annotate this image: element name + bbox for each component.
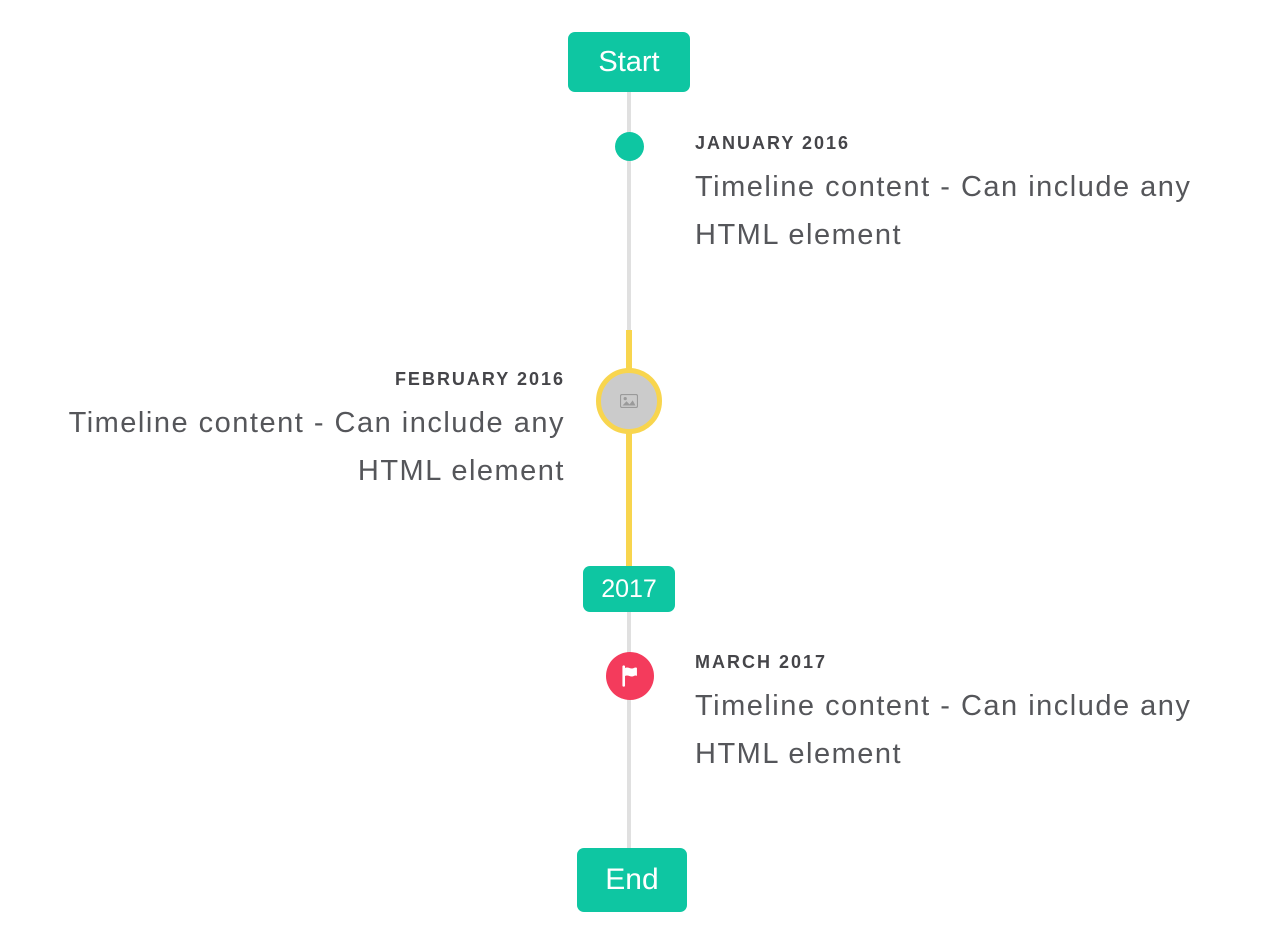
- event-content: Timeline content - Can include any HTML …: [695, 171, 1192, 251]
- event-marker-dot[interactable]: [615, 132, 644, 161]
- timeline-event-march: MARCH 2017 Timeline content - Can includ…: [695, 652, 1235, 778]
- flag-icon: [617, 663, 643, 689]
- event-marker-image-circle[interactable]: [596, 368, 662, 434]
- event-marker-flag-circle[interactable]: [606, 652, 654, 700]
- timeline-end-badge: End: [577, 848, 687, 912]
- event-content: Timeline content - Can include any HTML …: [68, 407, 565, 487]
- event-title: MARCH 2017: [695, 652, 828, 672]
- event-title: JANUARY 2016: [695, 133, 851, 153]
- event-title: FEBRUARY 2016: [394, 369, 565, 389]
- event-content: Timeline content - Can include any HTML …: [695, 690, 1192, 770]
- timeline-start-badge: Start: [568, 32, 690, 92]
- timeline-event-february: FEBRUARY 2016 Timeline content - Can inc…: [25, 369, 565, 495]
- broken-image-icon: [620, 394, 638, 408]
- timeline-highlight-segment: [626, 330, 632, 567]
- timeline-event-january: JANUARY 2016 Timeline content - Can incl…: [695, 133, 1235, 259]
- timeline-year-badge: 2017: [583, 566, 675, 612]
